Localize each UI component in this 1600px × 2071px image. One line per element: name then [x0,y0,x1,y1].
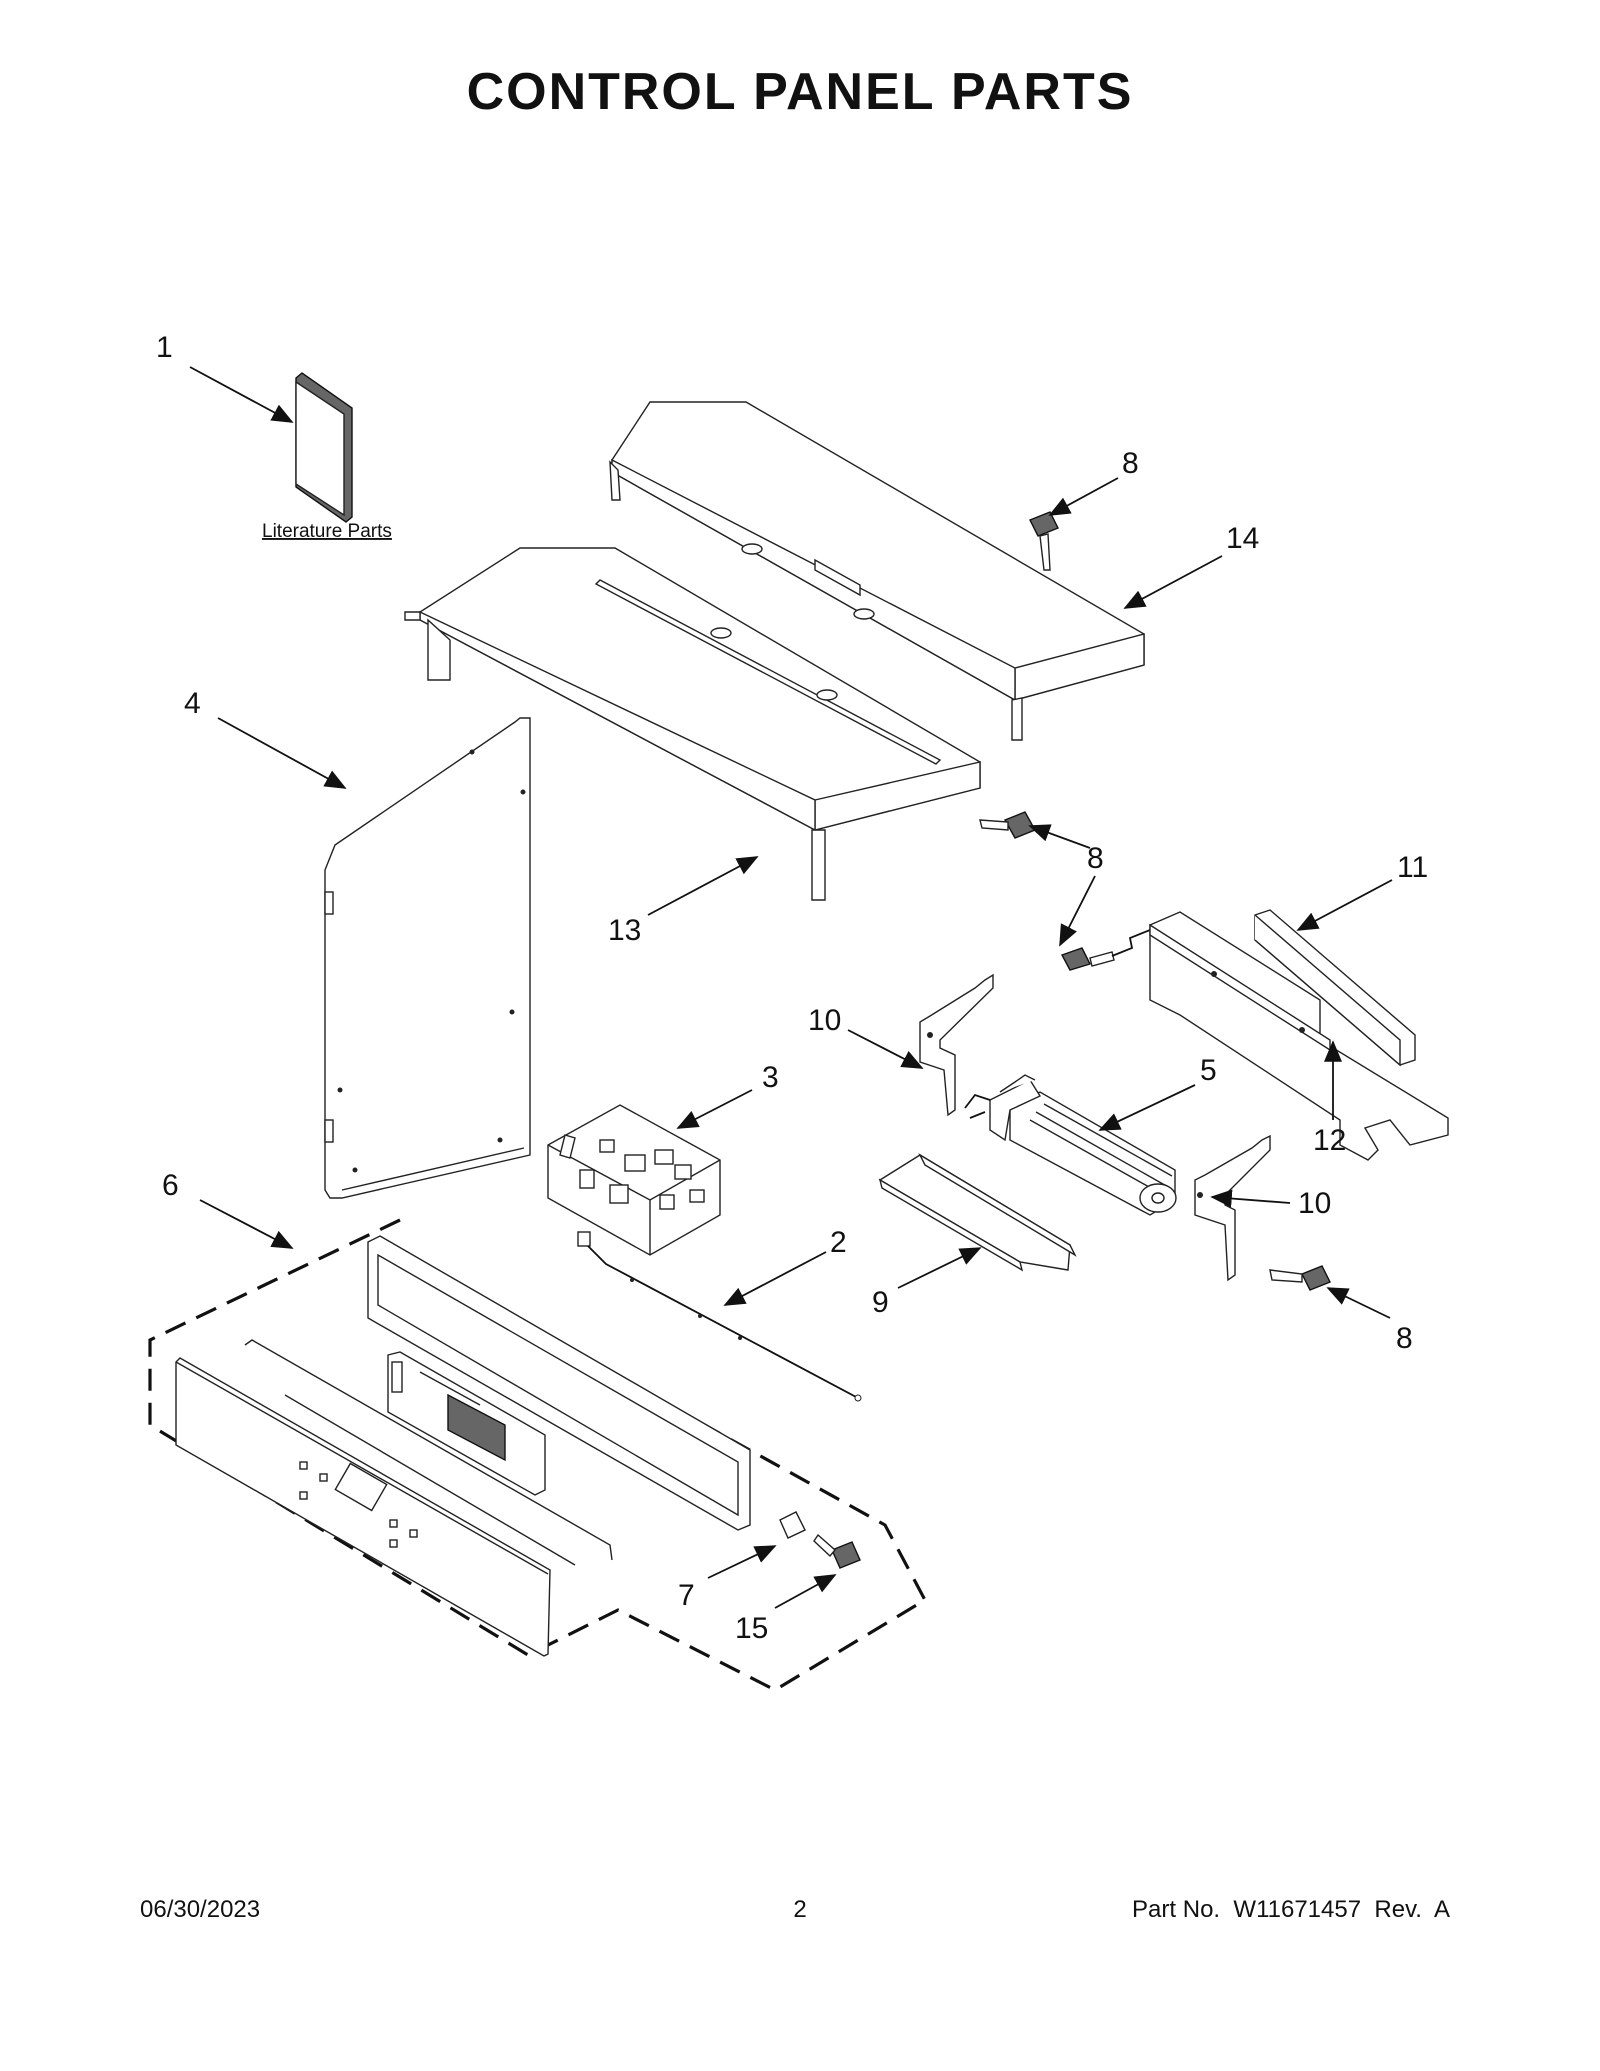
part-8-screw-b [979,811,1036,839]
footer-date: 06/30/2023 [140,1896,261,1923]
part-4-side-panel [324,717,531,1199]
part-13-lower-housing [404,547,981,901]
leader-lines [189,366,1393,1609]
page-title: CONTROL PANEL PARTS [466,63,1134,121]
part-8-screw-c [1060,929,1151,971]
callout-9: 9 [872,1286,889,1319]
callout-5: 5 [1200,1054,1217,1087]
footer-page-number: 2 [793,1896,807,1923]
part-9-deflector [878,1153,1077,1272]
callout-13: 13 [608,914,641,947]
part-7-clip [779,1511,806,1539]
callout-2: 2 [830,1226,847,1259]
part-10-bracket-right [1194,1134,1271,1282]
callout-4: 4 [184,687,201,720]
callout-15: 15 [735,1612,768,1645]
callout-numbers: 1 8 14 4 8 11 13 10 3 5 12 6 10 2 9 8 7 … [156,331,1428,1645]
part-5-blower-fan [964,1074,1177,1216]
callout-8: 8 [1396,1322,1413,1355]
part-3-control-board [547,1104,721,1256]
callout-8: 8 [1122,447,1139,480]
callout-12: 12 [1313,1124,1346,1157]
part-14-upper-cover [609,401,1145,741]
part-15-screw [813,1533,861,1569]
callout-10: 10 [1298,1187,1331,1220]
part-1-literature-booklet [295,372,353,523]
literature-parts-label: Literature Parts [262,521,392,542]
callout-6: 6 [162,1169,179,1202]
part-11-foam-strip [1254,909,1416,1067]
callout-8: 8 [1087,842,1104,875]
callout-3: 3 [762,1061,779,1094]
part-8-screw-d [1269,1265,1331,1291]
part-8-screw-a [1029,511,1059,571]
callout-1: 1 [156,331,173,364]
callout-10: 10 [808,1004,841,1037]
part-10-bracket-left [919,973,994,1117]
callout-14: 14 [1226,522,1259,555]
footer-part-number: Part No. W11671457 Rev. A [1132,1896,1450,1923]
callout-7: 7 [678,1579,695,1612]
part-6-control-panel-assembly [148,1218,928,1692]
callout-11: 11 [1397,851,1428,884]
part-2-wire-harness [577,1231,862,1402]
